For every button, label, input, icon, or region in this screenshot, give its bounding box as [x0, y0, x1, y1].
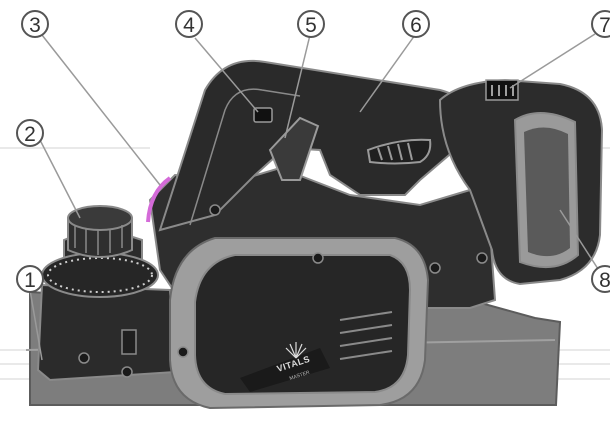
callout-label-3: 3 [29, 14, 41, 37]
callout-1: 1 [16, 265, 44, 293]
callout-label-4: 4 [183, 14, 195, 37]
callout-6: 6 [402, 10, 430, 38]
callout-label-7: 7 [599, 14, 610, 37]
body-screw [476, 252, 488, 264]
callout-5: 5 [297, 10, 325, 38]
callout-2: 2 [16, 119, 44, 147]
callout-label-1: 1 [24, 269, 36, 292]
rear-screw [78, 352, 90, 364]
rear-screw-2 [121, 366, 133, 378]
callout-label-8: 8 [599, 269, 610, 292]
handle-contour [189, 88, 301, 226]
callout-label-6: 6 [410, 14, 422, 37]
callout-label-5: 5 [305, 14, 317, 37]
depth-lock [121, 329, 137, 355]
accent-ring [146, 176, 172, 223]
handle-screw [209, 204, 221, 216]
depth-knob [41, 205, 159, 298]
cover-screw-left [177, 346, 189, 358]
handle-vents [366, 138, 432, 165]
rear-housing [36, 283, 177, 382]
belt-cover-vents [339, 311, 393, 360]
callout-8: 8 [591, 265, 610, 293]
callout-label-2: 2 [24, 123, 36, 146]
cover-screw-top [312, 252, 324, 264]
callout-3: 3 [21, 10, 49, 38]
battery-indicator [485, 79, 519, 101]
trigger [268, 116, 320, 181]
callout-4: 4 [175, 10, 203, 38]
belt-cover-inner [194, 254, 412, 396]
cover-screw-right [429, 262, 441, 274]
callout-7: 7 [591, 10, 610, 38]
leader-lines [29, 33, 601, 361]
battery-pack [438, 78, 604, 286]
